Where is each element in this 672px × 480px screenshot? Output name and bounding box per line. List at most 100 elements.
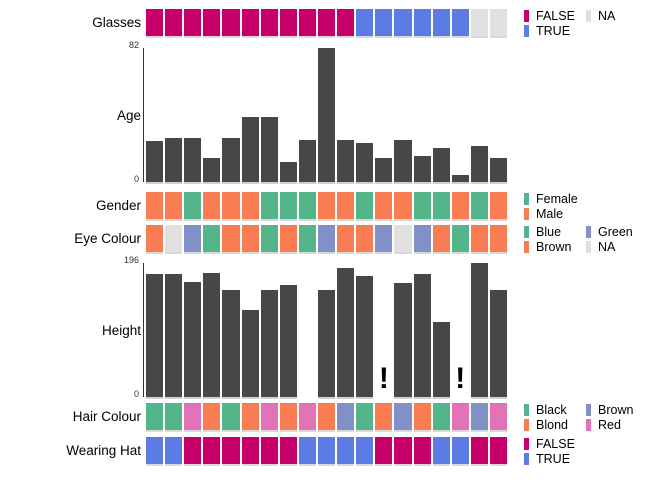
tile-true [451, 9, 469, 36]
row-label-hair-colour: Hair Colour [72, 409, 141, 424]
legend-entry: NA [586, 239, 640, 254]
legend-swatch [586, 225, 591, 238]
tile-male [337, 192, 355, 219]
legend-label: FALSE [536, 8, 575, 23]
tile-red [184, 403, 202, 430]
bar [489, 289, 508, 397]
bar-slot [317, 263, 336, 397]
tile-male [489, 192, 508, 219]
tile-true [394, 9, 412, 36]
tile-na [165, 225, 183, 252]
legend-swatch [524, 437, 529, 450]
bar-slot [241, 263, 259, 397]
bar-slot: ! [452, 263, 469, 397]
bar [394, 139, 412, 182]
tile-true [432, 437, 450, 464]
tile-false [184, 9, 202, 36]
bar [203, 157, 221, 182]
tile-brown [394, 403, 412, 430]
tile-blond [317, 403, 336, 430]
bar [203, 273, 221, 397]
tile-false [394, 437, 412, 464]
legend-label: NA [598, 239, 616, 254]
eye-colour-strip [146, 225, 508, 252]
bar [337, 139, 355, 182]
tile-brown [222, 225, 240, 252]
tile-male [375, 192, 393, 219]
tile-brown [337, 403, 355, 430]
tile-brown [337, 225, 355, 252]
tile-female [356, 192, 374, 219]
tile-female [260, 192, 278, 219]
legend-entry: TRUE [524, 451, 578, 466]
legend-swatch [524, 418, 529, 431]
tile-green [317, 225, 336, 252]
legend-label: Brown [598, 402, 634, 417]
missing-value-alert: ! [455, 362, 466, 395]
bar [470, 146, 488, 182]
bar [222, 137, 240, 182]
bar-slot [165, 48, 183, 182]
tile-brown [432, 225, 450, 252]
bar-slot: ! [375, 263, 392, 397]
bar-slot [470, 48, 488, 182]
legend-label: Blue [536, 224, 562, 239]
tile-true [356, 9, 374, 36]
legend-entry: Brown [586, 402, 640, 417]
bar [394, 282, 412, 397]
bar [337, 268, 355, 397]
tile-male [222, 192, 240, 219]
tile-red [260, 403, 278, 430]
bar-slot [337, 48, 355, 182]
tile-na [394, 225, 412, 252]
tile-brown [356, 225, 374, 252]
tile-true [317, 437, 336, 464]
legend-swatch [586, 240, 591, 253]
bar-slot [260, 48, 278, 182]
tile-true [298, 437, 316, 464]
row-label-height: Height [101, 322, 141, 338]
bar-slot [299, 263, 316, 397]
tile-female [470, 192, 488, 219]
row-label-wearing-hat: Wearing Hat [66, 443, 141, 458]
tile-green [413, 225, 431, 252]
tile-green [375, 225, 393, 252]
age-axis-min-label: 0 [133, 174, 139, 184]
tile-male [317, 192, 336, 219]
tile-true [165, 437, 183, 464]
hair-colour-strip [146, 403, 508, 430]
tile-brown [489, 225, 508, 252]
bar-slot [432, 48, 450, 182]
tile-true [337, 437, 355, 464]
bar-slot [203, 263, 221, 397]
tile-false [279, 9, 297, 36]
bar-slot [203, 48, 221, 182]
legend-label: TRUE [536, 23, 571, 38]
bar-slot [298, 48, 316, 182]
bar [413, 273, 431, 397]
tile-female [413, 192, 431, 219]
legend-label: NA [598, 8, 616, 23]
tile-false [298, 9, 316, 36]
wearing-hat-strip [146, 437, 508, 464]
tile-true [146, 437, 164, 464]
bar [260, 290, 278, 397]
bar [432, 321, 450, 397]
bar [241, 310, 259, 397]
tile-false [279, 437, 297, 464]
tile-blue [203, 225, 221, 252]
tile-female [184, 192, 202, 219]
legend-label: FALSE [536, 436, 575, 451]
bar [451, 175, 469, 182]
tile-black [146, 403, 164, 430]
bar [241, 116, 259, 182]
tile-false [413, 437, 431, 464]
bar-slot [356, 263, 374, 397]
